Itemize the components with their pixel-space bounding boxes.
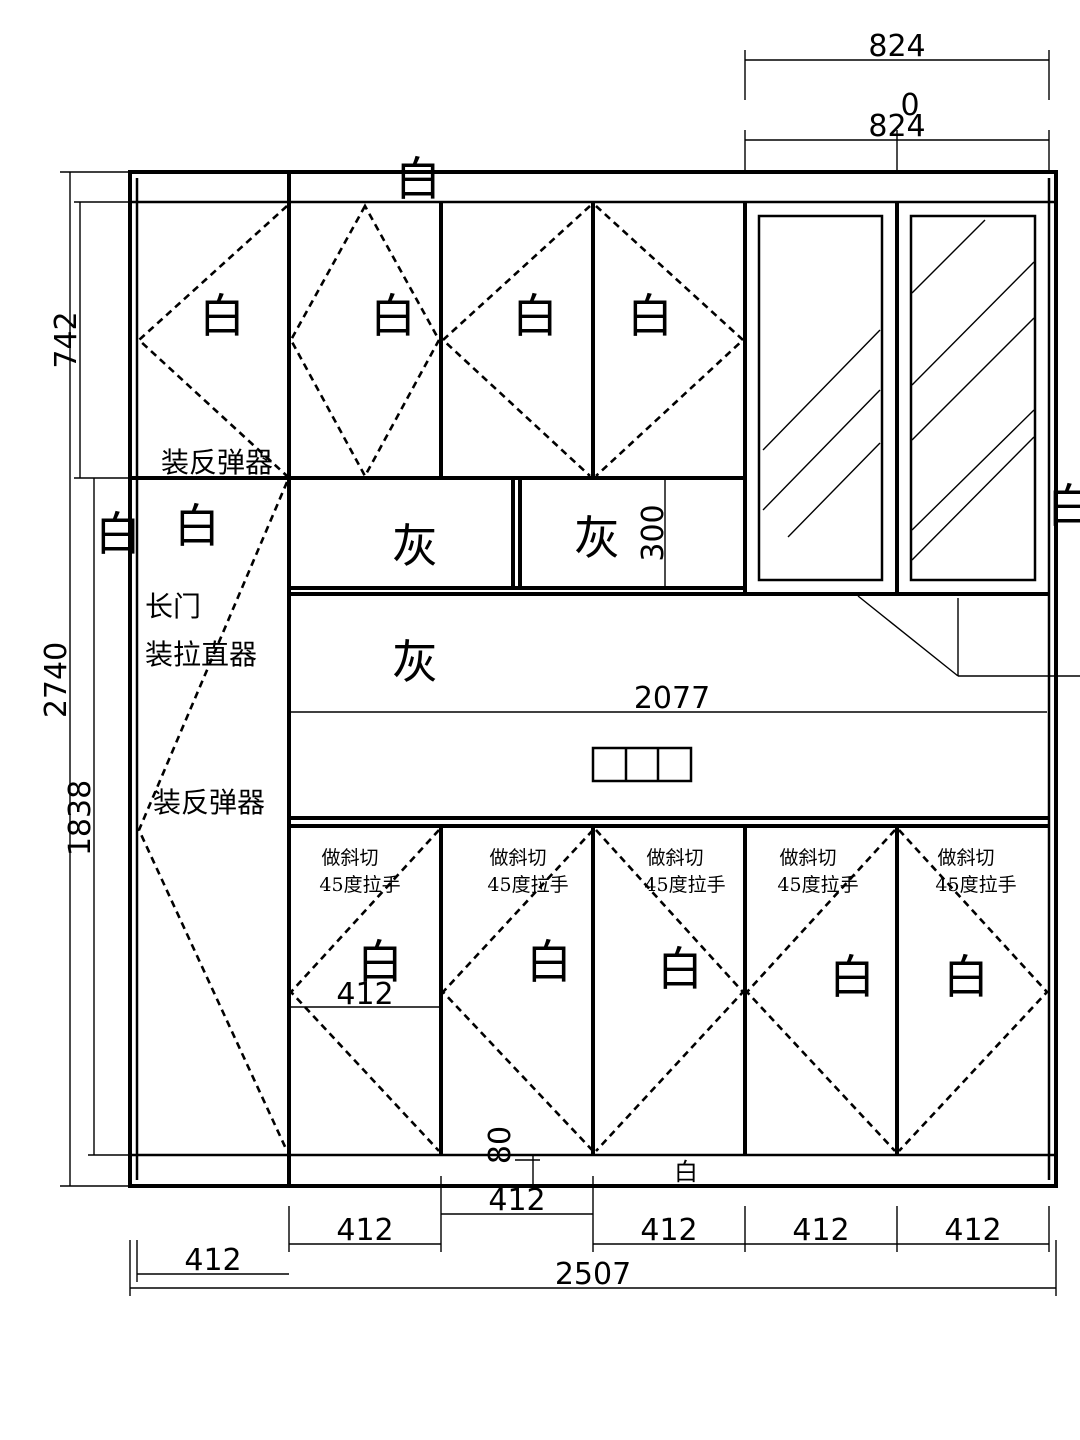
label-lower-door-3: 白	[657, 942, 703, 996]
dim-412-mid: 412	[488, 1183, 545, 1218]
label-upper-door-1: 白	[199, 289, 245, 343]
label-handle-1: 45度拉手	[319, 874, 400, 896]
label-upper-door-2: 白	[370, 289, 416, 343]
label-handle-3: 45度拉手	[644, 874, 725, 896]
label-grey-drawer-2: 灰	[574, 511, 620, 565]
dim-top-824: 824	[868, 29, 925, 64]
dim-1838: 1838	[63, 780, 98, 856]
dim-412-inner: 412	[336, 977, 393, 1012]
label-bevel-3: 做斜切	[646, 847, 703, 869]
dim-2507-total: 2507	[555, 1257, 631, 1292]
dim-412-left: 412	[184, 1243, 241, 1278]
dim-300: 300	[636, 504, 671, 561]
label-rebound-bottom: 装反弹器	[153, 786, 265, 819]
dimension-lines	[60, 50, 1057, 1296]
label-upper-door-3: 白	[512, 289, 558, 343]
label-handle-5: 45度拉手	[935, 874, 1016, 896]
label-grey-shelf: 灰	[392, 635, 438, 689]
dim-412-3: 412	[640, 1213, 697, 1248]
dim-2077: 2077	[634, 681, 710, 716]
label-white-outside-right: 白	[1047, 479, 1080, 533]
label-grey-drawer-1: 灰	[392, 519, 438, 573]
label-lower-door-2: 白	[526, 935, 572, 989]
dim-412-5: 412	[944, 1213, 1001, 1248]
label-rebound-top: 装反弹器	[161, 446, 273, 479]
dim-2740: 2740	[39, 642, 74, 718]
label-bevel-5: 做斜切	[937, 847, 994, 869]
label-bevel-1: 做斜切	[321, 847, 378, 869]
label-long-door: 长门	[145, 590, 201, 623]
glass-doors	[757, 202, 1037, 594]
label-handle-4: 45度拉手	[777, 874, 858, 896]
dim-top-zero: 0	[900, 88, 919, 123]
label-lower-door-4: 白	[829, 950, 875, 1004]
dim-742: 742	[49, 311, 84, 368]
socket-icon	[591, 746, 693, 783]
lower-doors	[289, 826, 1049, 1155]
label-long-door-white: 白	[174, 499, 220, 553]
middle-section	[289, 478, 1080, 828]
dim-412-1: 412	[336, 1213, 393, 1248]
label-lower-door-5: 白	[943, 950, 989, 1004]
dim-412-4: 412	[792, 1213, 849, 1248]
label-bevel-4: 做斜切	[779, 847, 836, 869]
label-lower-door-1: 白	[357, 935, 403, 989]
label-handle-2: 45度拉手	[487, 874, 568, 896]
label-white-bottom: 白	[674, 1158, 698, 1186]
dim-80: 80	[483, 1126, 518, 1164]
label-upper-door-4: 白	[627, 289, 673, 343]
long-door	[137, 481, 289, 1152]
label-bevel-2: 做斜切	[489, 847, 546, 869]
upper-doors	[137, 202, 747, 594]
dim-top-824-b: 824	[868, 109, 925, 144]
label-white-outside-left: 白	[95, 507, 141, 561]
label-white-top: 白	[395, 152, 441, 206]
label-straightener: 装拉直器	[145, 638, 257, 671]
